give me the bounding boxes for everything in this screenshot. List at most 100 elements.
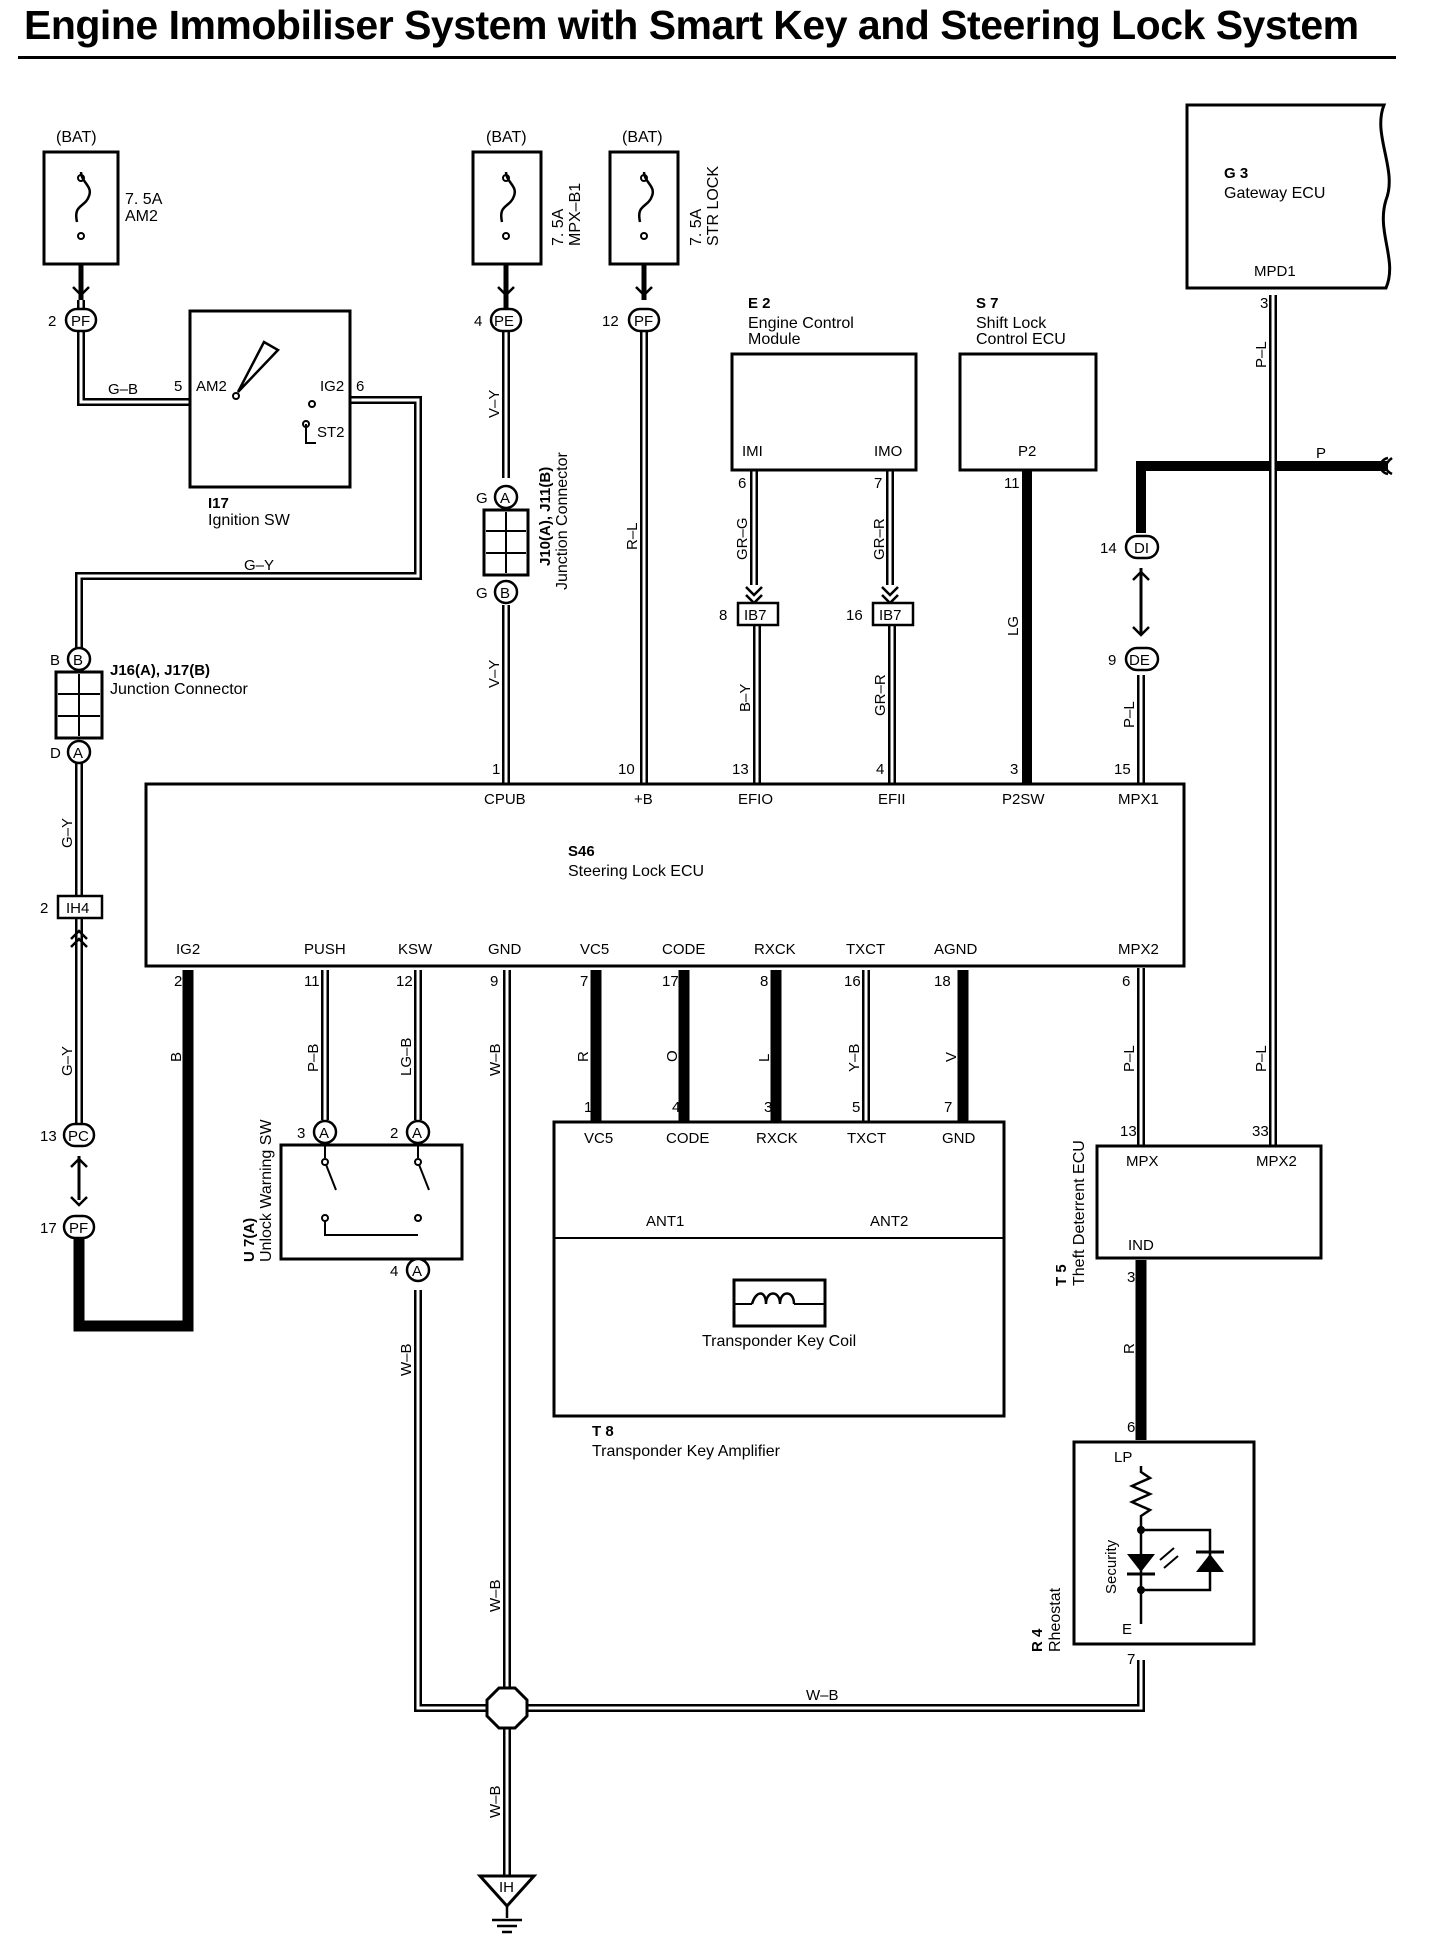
- transponder-amplifier: VC5 CODE RXCK TXCT GND 1 4 3 5 7 ANT1 AN…: [552, 1099, 1006, 1460]
- svg-text:3: 3: [1260, 295, 1268, 312]
- svg-text:D: D: [50, 745, 61, 762]
- svg-text:2: 2: [48, 313, 56, 330]
- svg-text:18: 18: [934, 973, 951, 990]
- svg-text:G–Y: G–Y: [59, 818, 76, 848]
- svg-text:B: B: [500, 585, 510, 602]
- wire-p-l: [1137, 295, 1277, 1146]
- svg-text:Transponder Key Coil: Transponder Key Coil: [702, 1333, 856, 1350]
- svg-text:I17: I17: [208, 495, 229, 512]
- svg-text:P–L: P–L: [1121, 701, 1138, 728]
- svg-text:TXCT: TXCT: [846, 941, 885, 958]
- gateway-ecu: G 3 Gateway ECU MPD1 3: [1185, 103, 1393, 476]
- unlock-warning-switch: A 3 A 2 A 4 U 7(A) Unlock Warning SW: [241, 1119, 464, 1283]
- svg-text:P2: P2: [1018, 443, 1036, 460]
- wire-g-b: [77, 300, 190, 406]
- svg-text:ST2: ST2: [317, 424, 345, 441]
- wire-color-labels: G–B G–Y V–Y V–Y R–L GR–G GR–R B–Y GR–R L…: [59, 341, 1326, 1818]
- svg-text:A: A: [500, 490, 510, 507]
- svg-text:P–L: P–L: [1253, 1045, 1270, 1072]
- fuse-rating: 7. 5A: [550, 208, 567, 246]
- svg-text:L: L: [756, 1054, 773, 1062]
- svg-text:5: 5: [174, 378, 182, 395]
- ground-icon: IH: [476, 1874, 538, 1934]
- resistor-icon: [1128, 1466, 1154, 1624]
- svg-text:2: 2: [174, 973, 182, 990]
- svg-text:Security: Security: [1103, 1539, 1120, 1594]
- svg-text:GND: GND: [942, 1130, 976, 1147]
- svg-text:4: 4: [474, 313, 482, 330]
- svg-text:7: 7: [1127, 1651, 1135, 1668]
- svg-text:Control ECU: Control ECU: [976, 331, 1066, 348]
- svg-text:VC5: VC5: [584, 1130, 613, 1147]
- svg-text:A: A: [319, 1125, 329, 1142]
- svg-text:R 4: R 4: [1029, 1628, 1046, 1652]
- svg-text:6: 6: [1127, 1419, 1135, 1436]
- svg-text:W–B: W–B: [806, 1687, 839, 1704]
- svg-text:+B: +B: [634, 791, 653, 808]
- rheostat: 6 7 LP E Security R 4 Rheostat: [1029, 1419, 1256, 1668]
- svg-text:EFIO: EFIO: [738, 791, 773, 808]
- svg-text:Transponder Key Amplifier: Transponder Key Amplifier: [592, 1443, 781, 1460]
- svg-text:IB7: IB7: [744, 607, 767, 624]
- svg-text:EFII: EFII: [878, 791, 906, 808]
- svg-text:16: 16: [844, 973, 861, 990]
- svg-text:W–B: W–B: [487, 1579, 504, 1612]
- wires: [73, 240, 1388, 1876]
- svg-text:TXCT: TXCT: [847, 1130, 886, 1147]
- diode-icon: [1196, 1554, 1224, 1572]
- svg-text:AGND: AGND: [934, 941, 978, 958]
- svg-text:U 7(A): U 7(A): [241, 1218, 258, 1262]
- coil-icon: [750, 1292, 796, 1305]
- connector-di-de: DI 14 DE 9: [1100, 534, 1160, 672]
- svg-text:V: V: [943, 1052, 960, 1062]
- svg-text:13: 13: [40, 1128, 57, 1145]
- svg-text:G–B: G–B: [108, 381, 138, 398]
- svg-text:CODE: CODE: [666, 1130, 709, 1147]
- svg-text:KSW: KSW: [398, 941, 433, 958]
- svg-text:IMI: IMI: [742, 443, 763, 460]
- svg-text:6: 6: [738, 475, 746, 492]
- svg-text:12: 12: [602, 313, 619, 330]
- svg-text:J10(A), J11(B): J10(A), J11(B): [537, 467, 554, 566]
- svg-text:13: 13: [732, 761, 749, 778]
- fuse-name: AM2: [125, 208, 158, 225]
- svg-text:7: 7: [944, 1099, 952, 1116]
- svg-text:GND: GND: [488, 941, 522, 958]
- svg-text:P–L: P–L: [1253, 341, 1270, 368]
- svg-text:8: 8: [719, 607, 727, 624]
- svg-text:17: 17: [40, 1220, 57, 1237]
- fuse-str-lock: (BAT) 7. 5A STR LOCK: [608, 129, 722, 266]
- svg-text:J16(A), J17(B): J16(A), J17(B): [110, 662, 210, 679]
- fuse-name: STR LOCK: [705, 166, 722, 246]
- svg-text:Rheostat: Rheostat: [1047, 1587, 1064, 1652]
- svg-text:MPD1: MPD1: [1254, 263, 1296, 280]
- theft-deterrent-ecu: MPX MPX2 IND 13 33 3 T 5 Theft Deterrent…: [1053, 1123, 1323, 1286]
- svg-text:2: 2: [40, 900, 48, 917]
- fuse-rating: 7. 5A: [688, 208, 705, 246]
- svg-text:PF: PF: [69, 1220, 88, 1237]
- svg-text:Steering Lock ECU: Steering Lock ECU: [568, 863, 704, 880]
- steering-lock-ecu: S46 Steering Lock ECU CPUB +B EFIO EFII …: [144, 761, 1186, 990]
- shift-lock-ecu: S 7 Shift Lock Control ECU P2 11: [958, 295, 1098, 492]
- svg-text:B: B: [168, 1052, 185, 1062]
- svg-text:Engine Control: Engine Control: [748, 315, 854, 332]
- led-icon: [1127, 1554, 1155, 1572]
- svg-text:R: R: [575, 1051, 592, 1062]
- junction-j10: A G B G J10(A), J11(B) Junction Connecto…: [476, 451, 571, 605]
- svg-text:GR–R: GR–R: [871, 518, 888, 560]
- svg-text:RXCK: RXCK: [754, 941, 796, 958]
- svg-text:3: 3: [297, 1125, 305, 1142]
- svg-text:G 3: G 3: [1224, 165, 1248, 182]
- svg-text:PUSH: PUSH: [304, 941, 346, 958]
- svg-text:IG2: IG2: [176, 941, 200, 958]
- connector-pf-am2: PF 2: [48, 285, 98, 333]
- svg-text:IMO: IMO: [874, 443, 902, 460]
- connector-ib7-a: IB7 8: [719, 601, 780, 627]
- connector-ih4: IH4 2: [40, 894, 104, 949]
- svg-text:W–B: W–B: [487, 1043, 504, 1076]
- title-rule: [18, 56, 1396, 59]
- svg-text:E 2: E 2: [748, 295, 771, 312]
- svg-text:Junction Connector: Junction Connector: [554, 451, 571, 590]
- svg-text:B: B: [50, 652, 60, 669]
- svg-text:MPX2: MPX2: [1256, 1153, 1297, 1170]
